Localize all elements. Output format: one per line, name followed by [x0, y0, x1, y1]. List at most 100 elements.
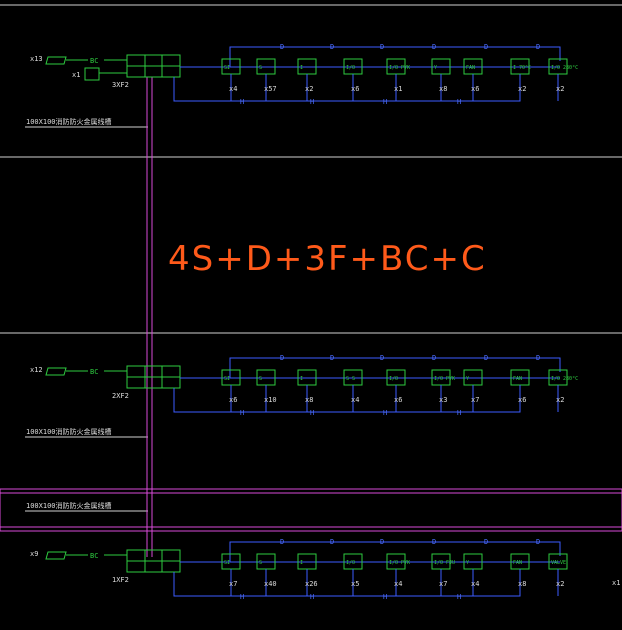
- d-bus: [229, 357, 561, 378]
- tray-band: [0, 488, 622, 532]
- h-marker: H: [383, 593, 387, 601]
- device-symbol: I/O 280°C: [551, 65, 578, 71]
- device-symbol: S S: [346, 376, 355, 382]
- device-count: x6: [394, 396, 402, 404]
- device-count: x4: [471, 580, 479, 588]
- h-bus: [173, 386, 521, 413]
- device-count: x2: [556, 580, 564, 588]
- device-count: x7: [439, 580, 447, 588]
- device-count: x6: [518, 396, 526, 404]
- device-symbol: S: [259, 560, 262, 566]
- system-title: 4S+D+3F+BC+C: [168, 239, 487, 279]
- tray-label: 100X100消防防火金属线槽: [26, 501, 112, 510]
- h-bus: [173, 570, 521, 597]
- device-symbol: I/O PYK: [389, 560, 410, 566]
- d-marker: D: [330, 354, 334, 362]
- device-count: x8: [518, 580, 526, 588]
- h-marker: H: [457, 409, 461, 417]
- d-marker: D: [330, 538, 334, 546]
- panel-label: 1XF2: [112, 576, 129, 584]
- h-marker: H: [310, 593, 314, 601]
- d-bus: [229, 46, 561, 67]
- device-symbol: I: [300, 560, 303, 566]
- d-marker: D: [484, 538, 488, 546]
- d-marker: D: [536, 43, 540, 51]
- device-symbol: S: [259, 376, 262, 382]
- device-symbol: Y: [466, 376, 469, 382]
- device-symbol: FAN: [466, 65, 475, 71]
- d-marker: D: [536, 354, 540, 362]
- device-symbol: I/O PYK: [434, 376, 455, 382]
- device-symbol: I 70°C: [513, 65, 531, 71]
- d-marker: D: [432, 538, 436, 546]
- device-symbol: S: [259, 65, 262, 71]
- device-count: x2: [305, 85, 313, 93]
- bc-label: BC: [90, 368, 98, 376]
- device-count: x1: [394, 85, 402, 93]
- device-count: x57: [264, 85, 277, 93]
- tray-label: 100X100消防防火金属线槽: [26, 427, 112, 436]
- top-count: x12: [30, 366, 43, 374]
- input-module-icon: [45, 551, 67, 560]
- device-symbol: I/O PYK: [389, 65, 410, 71]
- d-marker: D: [280, 538, 284, 546]
- h-marker: H: [310, 409, 314, 417]
- device-symbol: I/O 280°C: [551, 376, 578, 382]
- h-marker: H: [240, 593, 244, 601]
- device-count: x40: [264, 580, 277, 588]
- device-count: x4: [351, 396, 359, 404]
- device-symbol: Y: [466, 560, 469, 566]
- bc-label: BC: [90, 57, 98, 65]
- phone-count: x1: [72, 71, 80, 79]
- device-count: x4: [394, 580, 402, 588]
- d-marker: D: [432, 43, 436, 51]
- device-count: x7: [471, 396, 479, 404]
- h-marker: H: [240, 98, 244, 106]
- device-symbol: FAN: [513, 376, 522, 382]
- input-module-icon: [45, 367, 67, 376]
- device-count: x7: [229, 580, 237, 588]
- d-marker: D: [484, 43, 488, 51]
- device-symbol: I/O: [389, 376, 398, 382]
- device-count: x2: [518, 85, 526, 93]
- input-module-icon: [45, 56, 67, 65]
- device-count: x5: [351, 580, 359, 588]
- device-symbol: I: [300, 376, 303, 382]
- h-marker: H: [383, 98, 387, 106]
- device-count: x2: [556, 85, 564, 93]
- device-symbol: I: [300, 65, 303, 71]
- tray-label: 100X100消防防火金属线槽: [26, 117, 112, 126]
- device-count: x2: [556, 396, 564, 404]
- h-marker: H: [310, 98, 314, 106]
- h-marker: H: [457, 98, 461, 106]
- h-marker: H: [383, 409, 387, 417]
- d-bus: [229, 541, 561, 562]
- device-count: x6: [471, 85, 479, 93]
- device-symbol: FAN: [513, 560, 522, 566]
- d-marker: D: [380, 43, 384, 51]
- device-count: x26: [305, 580, 318, 588]
- device-symbol: SI: [224, 65, 230, 71]
- device-symbol: I/O FJU: [434, 560, 455, 566]
- d-marker: D: [280, 43, 284, 51]
- device-count: x10: [264, 396, 277, 404]
- bc-label: BC: [90, 552, 98, 560]
- device-count: x4: [229, 85, 237, 93]
- panel-label: 3XF2: [112, 81, 129, 89]
- top-count: x13: [30, 55, 43, 63]
- device-count: x8: [439, 85, 447, 93]
- device-count: x6: [229, 396, 237, 404]
- device-count: x3: [439, 396, 447, 404]
- device-count: x8: [305, 396, 313, 404]
- h-marker: H: [457, 593, 461, 601]
- device-symbol: I/O: [346, 65, 355, 71]
- device-symbol: Y: [434, 65, 437, 71]
- extra-count: x1: [612, 579, 620, 587]
- d-marker: D: [330, 43, 334, 51]
- device-symbol: VALVE: [551, 560, 566, 566]
- phone-icon: [84, 67, 100, 81]
- panel-label: 2XF2: [112, 392, 129, 400]
